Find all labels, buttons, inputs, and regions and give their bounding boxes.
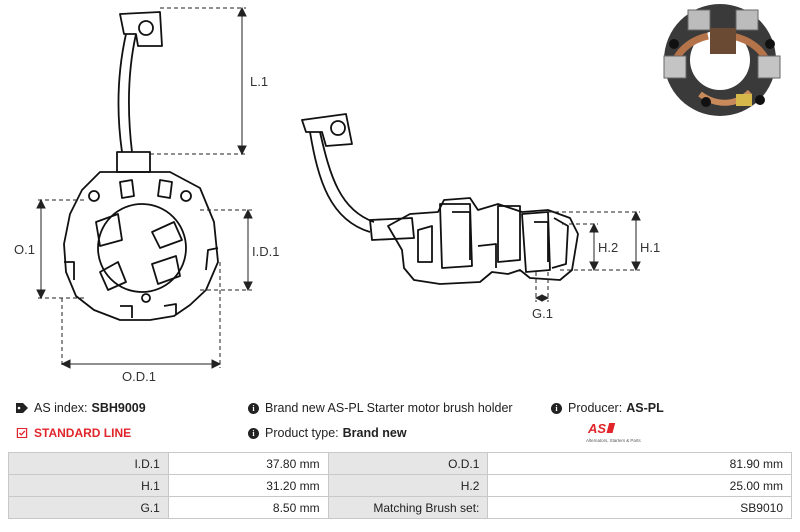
product-type-value: Brand new: [342, 426, 407, 440]
product-type-label: Product type:: [265, 426, 339, 440]
standard-line-label: STANDARD LINE: [34, 426, 132, 440]
spec-label: O.D.1: [327, 452, 489, 475]
spec-label: I.D.1: [8, 452, 169, 475]
side-view: [301, 113, 579, 285]
tag-icon: [16, 403, 28, 413]
table-row: I.D.1 37.80 mm O.D.1 81.90 mm: [8, 452, 792, 475]
as-index-label: AS index:: [34, 401, 88, 415]
spec-value: 25.00 mm: [487, 474, 792, 497]
description-line: i Brand new AS-PL Starter motor brush ho…: [248, 401, 513, 415]
spec-value: 37.80 mm: [167, 452, 329, 475]
spec-value: SB9010: [487, 496, 792, 519]
svg-text:Alternators, Starters & Parts: Alternators, Starters & Parts: [586, 438, 641, 443]
product-description: Brand new AS-PL Starter motor brush hold…: [265, 401, 513, 415]
spec-value: 8.50 mm: [167, 496, 329, 519]
producer-label: Producer:: [568, 401, 623, 415]
dim-label-o1: O.1: [14, 242, 35, 257]
producer-value: AS-PL: [626, 401, 664, 415]
front-view: [63, 11, 219, 321]
info-icon: i: [551, 402, 562, 414]
standard-line-badge: STANDARD LINE: [16, 426, 131, 440]
producer-line: i Producer: AS-PL: [551, 401, 664, 415]
as-index-line: AS index: SBH9009: [16, 401, 146, 415]
spec-label: H.2: [327, 474, 489, 497]
svg-text:AS: AS: [587, 421, 606, 436]
table-row: G.1 8.50 mm Matching Brush set: SB9010: [8, 496, 792, 519]
dim-label-h1: H.1: [640, 240, 660, 255]
product-type-line: i Product type: Brand new: [248, 426, 407, 440]
spec-label: G.1: [8, 496, 169, 519]
as-index-value: SBH9009: [91, 401, 146, 415]
dim-label-id1: I.D.1: [252, 244, 279, 259]
logo-mark: AS Alternators, Starters & Parts: [586, 421, 641, 443]
dim-label-od1: O.D.1: [122, 369, 156, 384]
spec-label: H.1: [8, 474, 169, 497]
dimension-lines-side: [534, 210, 641, 302]
dim-label-h2: H.2: [598, 240, 618, 255]
spec-value: 31.20 mm: [167, 474, 329, 497]
spec-label: Matching Brush set:: [327, 496, 489, 519]
info-icon: i: [248, 427, 259, 439]
dimension-lines-front: [36, 6, 253, 369]
checkbox-icon: [16, 428, 28, 438]
technical-drawing: L.1 O.1 I.D.1 O.D.1 H.2 H.1 G.1: [14, 4, 781, 384]
dim-label-l1: L.1: [250, 74, 268, 89]
info-icon: i: [248, 402, 259, 414]
product-photo: [663, 4, 781, 116]
specs-table: I.D.1 37.80 mm O.D.1 81.90 mm H.1 31.20 …: [8, 452, 792, 519]
spec-value: 81.90 mm: [487, 452, 792, 475]
table-row: H.1 31.20 mm H.2 25.00 mm: [8, 474, 792, 497]
dim-label-g1: G.1: [532, 306, 553, 321]
as-pl-logo: AS Alternators, Starters & Parts: [586, 420, 650, 446]
